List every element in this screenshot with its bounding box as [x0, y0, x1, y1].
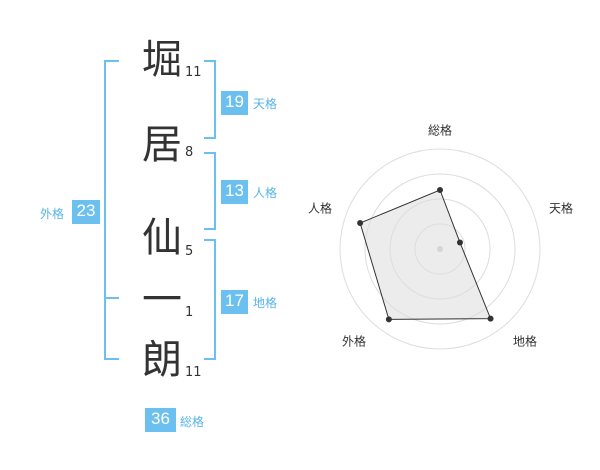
soukaku-label: 総格 — [180, 415, 205, 429]
tenkaku-bracket — [204, 60, 216, 139]
jinkaku-label: 人格 — [253, 186, 278, 200]
gaikaku-split-tick — [104, 297, 119, 299]
chikaku-badge: 17 — [221, 290, 248, 314]
radar-point-3 — [487, 315, 494, 322]
stroke-count-3: 5 — [185, 244, 194, 259]
radar-axis-label-2: 天格 — [549, 201, 573, 216]
radar-point-5 — [357, 220, 364, 227]
tenkaku-label: 天格 — [253, 97, 278, 111]
name-char-3: 仙 — [142, 215, 182, 261]
name-char-2: 居 — [142, 122, 182, 168]
chikaku-bracket — [204, 239, 216, 360]
jinkaku-badge: 13 — [221, 180, 248, 204]
radar-point-1 — [437, 187, 443, 193]
radar-axis-label-4: 外格 — [342, 334, 366, 349]
jinkaku-bracket — [204, 152, 216, 230]
gaikaku-bracket — [104, 60, 119, 360]
gaikaku-badge: 23 — [72, 200, 100, 224]
radar-axis-label-1: 総格 — [428, 123, 452, 138]
radar-point-4 — [385, 316, 392, 323]
radar-ring-3 — [364, 173, 516, 325]
stroke-count-1: 11 — [185, 65, 202, 80]
radar-ring-4 — [339, 148, 541, 350]
soukaku-badge: 36 — [145, 408, 176, 432]
radar-point-2 — [456, 239, 463, 246]
name-char-1: 堀 — [142, 37, 182, 83]
gaikaku-label: 外格 — [40, 207, 65, 221]
radar-data-area — [359, 189, 492, 320]
name-char-5: 朗 — [142, 337, 182, 383]
chikaku-label: 地格 — [253, 296, 278, 310]
radar-axis-label-5: 人格 — [308, 201, 332, 216]
stroke-count-2: 8 — [185, 145, 194, 160]
name-char-4: 一 — [142, 277, 182, 323]
radar-axis-label-3: 地格 — [513, 334, 537, 349]
stroke-count-4: 1 — [185, 305, 194, 320]
stroke-count-5: 11 — [185, 365, 202, 380]
tenkaku-badge: 19 — [221, 91, 248, 115]
